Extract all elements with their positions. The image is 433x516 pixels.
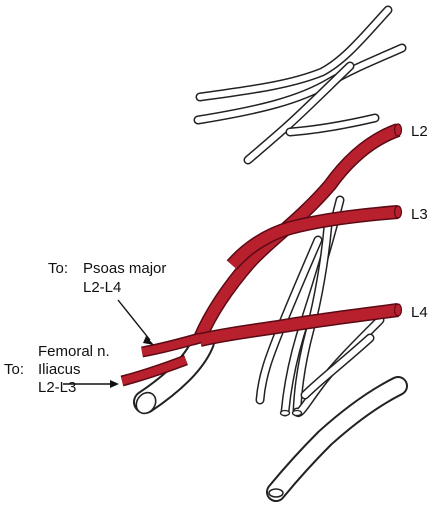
label-iliacus-levels: L2-L3 xyxy=(38,379,76,396)
label-l2: L2 xyxy=(411,123,428,140)
femoral-nerve-red xyxy=(120,123,403,387)
red-root-l4 xyxy=(198,303,399,347)
white-femoral-trunk xyxy=(133,330,215,415)
white-nerve-end xyxy=(268,488,284,498)
white-nerve-upper-1 xyxy=(195,5,393,102)
arrow-psoas xyxy=(117,299,154,345)
white-nerve-lower-2 xyxy=(300,333,375,400)
label-psoas-name: Psoas major xyxy=(83,260,166,277)
red-end-l4 xyxy=(393,303,403,317)
red-end-l3 xyxy=(393,205,403,219)
white-nerve-mid-2 xyxy=(292,220,333,417)
white-nerve-upper-4 xyxy=(285,113,380,137)
red-branch-iliacus xyxy=(120,354,188,387)
label-psoas-levels: L2-L4 xyxy=(83,279,121,296)
red-end-l2 xyxy=(393,123,403,137)
white-nerve-upper-3 xyxy=(243,61,355,165)
white-nerve-lower-trunk xyxy=(266,376,408,502)
white-nerve-end xyxy=(291,409,303,417)
label-iliacus-to: To: xyxy=(4,361,24,378)
label-l4: L4 xyxy=(411,304,428,321)
red-root-l2 xyxy=(193,123,401,341)
white-nerve-end xyxy=(279,409,291,417)
red-branch-psoas xyxy=(141,332,202,358)
label-psoas-to: To: xyxy=(48,260,68,277)
red-root-l3 xyxy=(226,205,399,270)
label-l3: L3 xyxy=(411,206,428,223)
label-femoral: Femoral n. xyxy=(38,343,110,360)
label-iliacus-name: Iliacus xyxy=(38,361,81,378)
arrow-iliacus xyxy=(63,380,119,388)
